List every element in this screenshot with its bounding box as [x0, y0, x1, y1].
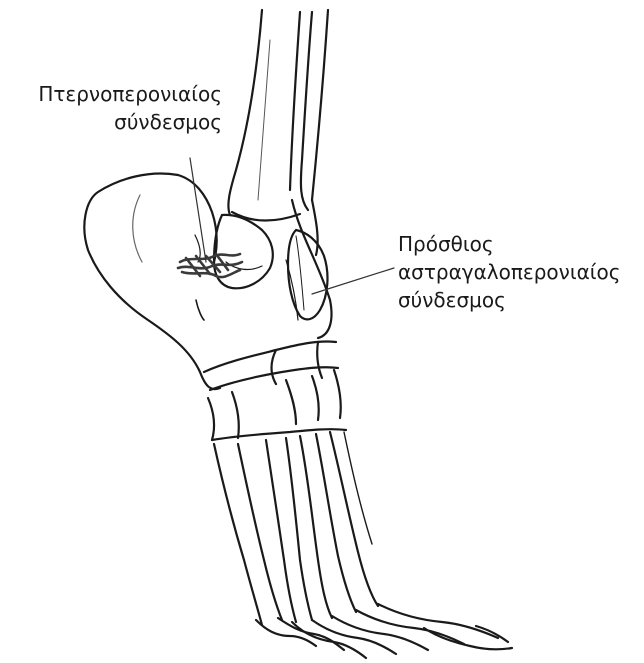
label-anterior-talofibular-line3: σύνδεσμος	[398, 286, 621, 314]
leader-line-calcaneofibular	[190, 158, 206, 262]
tarsal-bones	[204, 341, 346, 440]
label-anterior-talofibular-ligament: Πρόσθιος αστραγαλοπερονιαίος σύνδεσμος	[398, 230, 621, 314]
label-calcaneofibular-ligament: Πτερνοπερονιαίος σύνδεσμος	[38, 80, 222, 136]
label-calcaneofibular-line1: Πτερνοπερονιαίος	[38, 80, 222, 108]
calcaneus-bone	[84, 174, 220, 390]
metatarsal-bones	[214, 432, 378, 625]
label-anterior-talofibular-line2: αστραγαλοπερονιαίος	[398, 258, 621, 286]
fibula-bone	[290, 10, 332, 338]
label-calcaneofibular-line2: σύνδεσμος	[38, 108, 222, 136]
calcaneofibular-ligament	[178, 254, 242, 277]
leader-lines	[190, 158, 394, 294]
tibia-bone	[228, 10, 312, 221]
label-anterior-talofibular-line1: Πρόσθιος	[398, 230, 621, 258]
